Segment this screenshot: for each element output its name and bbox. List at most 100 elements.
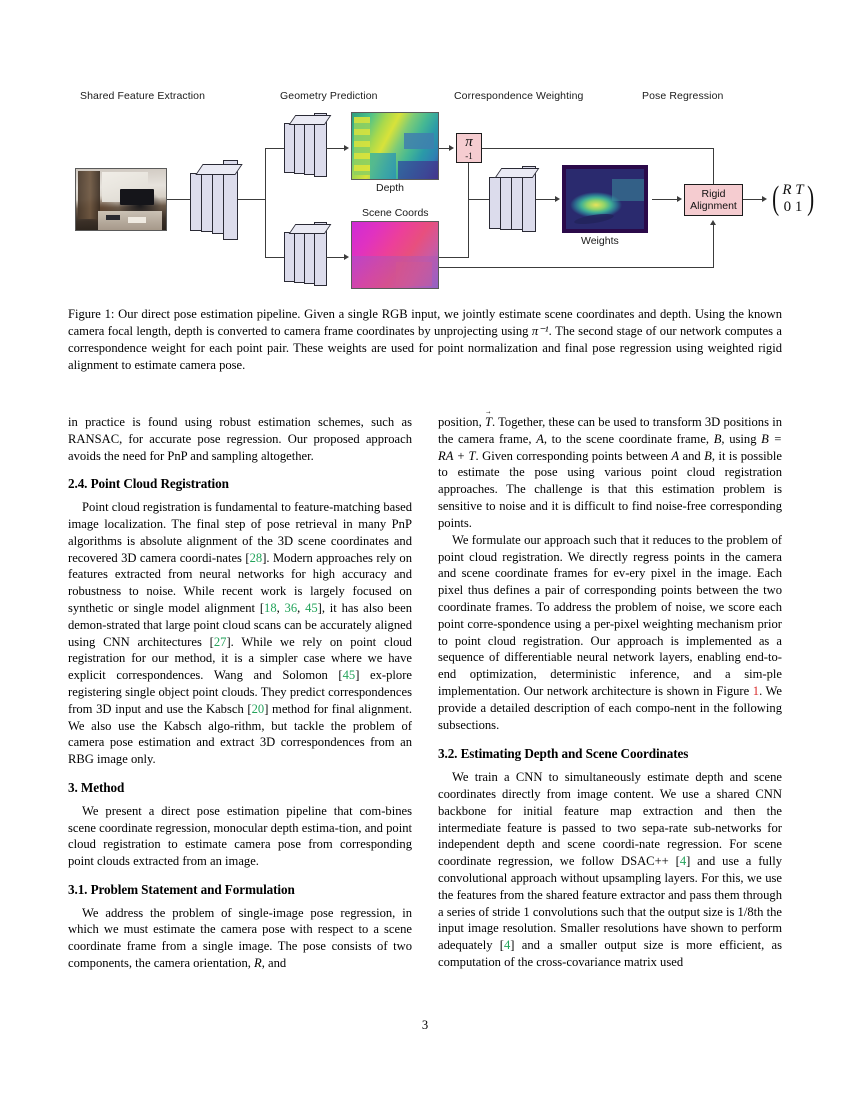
arrow-to-pose-matrix — [762, 195, 767, 202]
rigid-alignment-box: Rigid Alignment — [684, 184, 743, 216]
label-scene-coords: Scene Coords — [362, 207, 429, 219]
formulate-text-b: . We provide a detailed description of e… — [438, 684, 782, 732]
paragraph-continued: in practice is found using robust estima… — [68, 415, 412, 463]
estimating-text-b: ] and use a fully convolutional approach… — [438, 854, 783, 953]
figure-1-diagram: Shared Feature Extraction Geometry Predi… — [68, 90, 814, 289]
wire-alignment-bottom-rise — [713, 224, 715, 268]
citation-45b[interactable]: 45 — [342, 668, 356, 683]
arrow-depth-to-pi — [449, 144, 454, 151]
cnn-correspondence-weighting — [489, 166, 547, 238]
var-A-2: A — [671, 448, 680, 463]
pcr-text-b: ]. Modern approaches rely on features ex… — [68, 550, 412, 615]
citation-36[interactable]: 36 — [284, 600, 298, 615]
arrow-to-depth-map — [344, 144, 349, 151]
arrow-into-alignment-bottom — [709, 220, 716, 225]
arrow-into-alignment-left — [677, 195, 682, 202]
wire-weights-to-alignment — [652, 199, 678, 201]
figure-reference-1[interactable]: 1 — [752, 684, 760, 698]
paragraph-pose-components: position, T. Together, these can be used… — [438, 414, 782, 532]
paragraph-point-cloud-registration: Point cloud registration is fundamental … — [68, 500, 413, 767]
pcr-text-e: ] ex-plore registering single object poi… — [68, 668, 412, 716]
pose-matrix-output: ( R T 0 1 ) — [770, 179, 816, 217]
wire-depth-to-pi — [439, 148, 450, 150]
heading-2-4: 2.4. Point Cloud Registration — [68, 476, 229, 492]
stage-label-pose-regression: Pose Regression — [642, 90, 724, 102]
scene-coords-image — [351, 221, 439, 289]
heading-3-method: 3. Method — [68, 780, 125, 796]
heading-3-1: 3.1. Problem Statement and Formulation — [68, 881, 295, 897]
wire-alignment-top-drop — [713, 148, 715, 188]
rc-text-e: . Given corresponding points between — [475, 448, 672, 463]
citation-20[interactable]: 20 — [251, 701, 265, 716]
wire-scene-bypass — [439, 267, 714, 269]
right-text-column: position, T. Together, these can be used… — [438, 414, 782, 971]
label-depth: Depth — [376, 182, 405, 194]
wire-to-depth-branch — [265, 148, 285, 150]
cnn-depth-head — [284, 113, 338, 185]
stage-label-shared-feature-extraction: Shared Feature Extraction — [80, 90, 206, 102]
label-weights: Weights — [581, 235, 619, 247]
paragraph-estimating-depth: We train a CNN to simultaneously estimat… — [438, 769, 782, 971]
var-R: R — [254, 956, 262, 970]
rigid-alignment-line-2: Alignment — [690, 200, 737, 212]
rc-text-f: and — [679, 448, 705, 463]
caption-text-2: . The second stage of our network comput… — [68, 323, 782, 372]
estimating-text-c: ] and a smaller output size is more effi… — [438, 938, 782, 969]
cnn-shared-backbone — [190, 160, 252, 242]
citation-28[interactable]: 28 — [249, 550, 263, 565]
matrix-right-paren: ) — [806, 179, 814, 217]
cnn-scene-coords-head — [284, 222, 338, 294]
stage-label-geometry-prediction: Geometry Prediction — [280, 90, 378, 102]
caption-math: π⁻¹ — [531, 323, 549, 338]
pcr-text-d: ]. While we rely on point cloud registra… — [68, 634, 412, 683]
matrix-left-paren: ( — [772, 179, 780, 217]
var-B: B — [713, 431, 722, 446]
wire-to-scene-branch — [265, 257, 285, 259]
paragraph-method: We present a direct pose estimation pipe… — [68, 803, 412, 869]
rc-text-a: position, — [438, 415, 485, 429]
pi-symbol: π — [465, 134, 473, 151]
wire-weighting-out — [536, 199, 556, 201]
pcr-text-c: ], it has also been demon-strated that l… — [68, 600, 413, 649]
citation-27[interactable]: 27 — [213, 634, 227, 649]
problem-text-a: We address the problem of single-image p… — [68, 905, 412, 970]
pcr-text-a: Point cloud registration is fundamental … — [68, 500, 412, 565]
wire-pi-down — [468, 163, 470, 258]
citation-18[interactable]: 18 — [264, 600, 277, 615]
citation-45[interactable]: 45 — [305, 600, 318, 615]
page-number: 3 — [421, 1018, 429, 1032]
caption-text-1: Our direct pose estimation pipeline. Giv… — [68, 307, 782, 338]
paragraph-problem-statement: We address the problem of single-image p… — [68, 905, 412, 972]
citation-4b[interactable]: 4 — [504, 938, 511, 953]
pose-matrix-row-2: 0 1 — [783, 198, 803, 215]
heading-3-2: 3.2. Estimating Depth and Scene Coordina… — [438, 746, 689, 762]
depth-map-image — [351, 112, 439, 180]
wire-pi-to-alignment-top — [482, 148, 714, 150]
wire-backbone-out — [238, 199, 266, 201]
var-A: A — [536, 431, 544, 446]
figure-caption: Figure 1: Our direct pose estimation pip… — [68, 306, 782, 374]
var-B-2: B — [704, 448, 712, 463]
wire-image-to-backbone — [167, 199, 192, 201]
citation-4[interactable]: 4 — [679, 854, 687, 869]
equation-B-RA-T: B = RA + T — [438, 431, 782, 463]
arrow-to-scene-map — [344, 253, 349, 260]
left-text-column: in practice is found using robust estima… — [68, 414, 412, 972]
rc-text-c: , to the scene coordinate frame, — [543, 431, 714, 446]
unprojection-box: π-1 — [456, 133, 482, 163]
rigid-alignment-line-1: Rigid — [701, 187, 726, 200]
rc-text-b: . Together, these can be used to transfo… — [438, 415, 782, 446]
caption-label: Figure 1: — [68, 307, 115, 321]
wire-depth-head-out — [326, 148, 345, 150]
paragraph-formulation: We formulate our approach such that it r… — [438, 532, 782, 734]
wire-scene-to-junction — [439, 257, 469, 259]
estimating-text-a: We train a CNN to simultaneously estimat… — [438, 770, 782, 869]
arrow-to-weights-map — [555, 195, 560, 202]
rc-text-d: , using — [721, 431, 762, 446]
rc-text-g: , it is possible to estimate the pose us… — [438, 448, 782, 530]
var-T-vector: T — [485, 414, 492, 431]
problem-text-b: , and — [261, 956, 287, 970]
pi-exponent: -1 — [465, 151, 473, 162]
pose-matrix-row-1: R T — [782, 182, 804, 198]
